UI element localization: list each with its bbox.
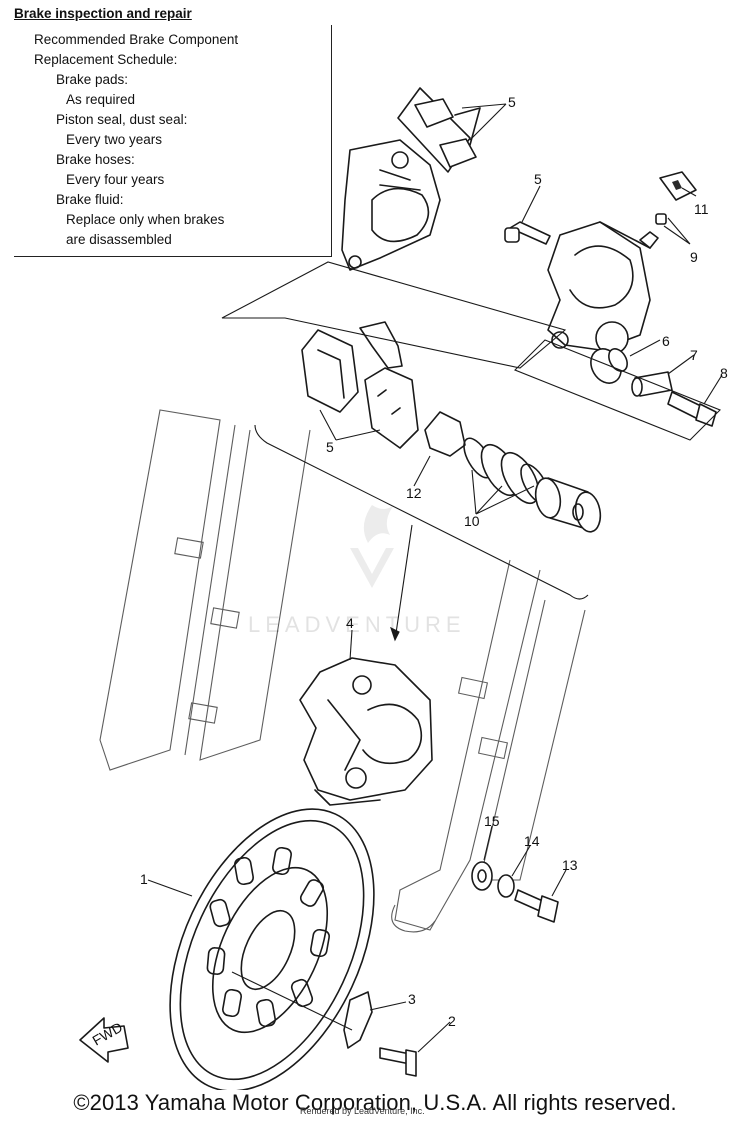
cap-9: [639, 213, 667, 249]
callout-number: 7: [690, 347, 698, 363]
sleeve-7: [631, 371, 673, 397]
bleed-screw-11: [659, 171, 697, 201]
schedule-interval: Replace only when brakes: [66, 212, 225, 227]
section-title: Brake inspection and repair: [14, 6, 192, 21]
schedule-interval: As required: [66, 92, 136, 107]
rendered-by-notice: Rendered by LeadVenture, Inc.: [300, 1106, 425, 1116]
washer-15: [471, 861, 493, 891]
schedule-part: Brake hoses:: [56, 152, 135, 167]
bolt-13: [514, 889, 559, 923]
washer-14: [497, 874, 515, 898]
bushing-6: [590, 348, 628, 384]
brake-pad-inset: [397, 87, 481, 173]
bolt-8: [667, 391, 717, 427]
caliper-assembly-4: [299, 657, 433, 806]
caliper-body-upper: [341, 139, 441, 271]
callout-number: 5: [534, 171, 542, 187]
callout-number: 2: [448, 1013, 456, 1029]
schedule-interval: are disassembled: [66, 232, 172, 247]
callout-number: 5: [326, 439, 334, 455]
schedule-interval: Every four years: [66, 172, 165, 187]
copyright-notice: ©2013 Yamaha Motor Corporation, U.S.A. A…: [73, 1090, 677, 1115]
exploded-view-bracket: [221, 261, 721, 642]
pad-retainer-12: [424, 411, 466, 457]
callout-number: 3: [408, 991, 416, 1007]
schedule-heading: Recommended Brake Component: [34, 32, 239, 47]
schedule-part: Brake pads:: [56, 72, 129, 87]
pad-spring-5: [359, 321, 403, 369]
callout-number: 9: [690, 249, 698, 265]
caliper-body-right: [547, 221, 651, 355]
callout-number: 4: [346, 615, 354, 631]
callout-number: 15: [484, 813, 500, 829]
leader-lines: [147, 103, 723, 1053]
callout-number: 11: [694, 201, 709, 217]
fwd-arrow: FWD: [79, 1017, 129, 1063]
bolt-5: [504, 221, 551, 245]
front-fork-right: [391, 559, 586, 933]
front-fork-left: [99, 409, 311, 771]
callout-number: 5: [508, 94, 516, 110]
schedule-part: Brake fluid:: [56, 192, 124, 207]
watermark-text: LEADVENTURE: [248, 612, 466, 637]
callout-number: 13: [562, 857, 578, 873]
callouts: 5 5 11 9 6 7 8 5 12 10 4 15 14 13 1 3 2: [140, 94, 728, 1029]
bolt-2: [379, 1047, 417, 1077]
schedule-part: Piston seal, dust seal:: [56, 112, 188, 127]
brake-pad-5-right: [364, 367, 419, 449]
callout-number: 14: [524, 833, 540, 849]
callout-number: 10: [464, 513, 480, 529]
callout-number: 1: [140, 871, 148, 887]
schedule-heading: Replacement Schedule:: [34, 52, 178, 67]
callout-number: 12: [406, 485, 422, 501]
brake-pad-5-left: [301, 329, 359, 413]
replacement-schedule-box: Recommended Brake Component Replacement …: [14, 25, 332, 257]
watermark: LEADVENTURE: [248, 505, 466, 637]
brake-disc-1: [169, 808, 375, 1090]
schedule-interval: Every two years: [66, 132, 163, 147]
piston-10: [534, 477, 602, 533]
lock-plate-3: [343, 991, 373, 1049]
callout-number: 8: [720, 365, 728, 381]
exploded-brake-diagram: LEADVENTURE: [79, 87, 728, 1090]
callout-number: 6: [662, 333, 670, 349]
